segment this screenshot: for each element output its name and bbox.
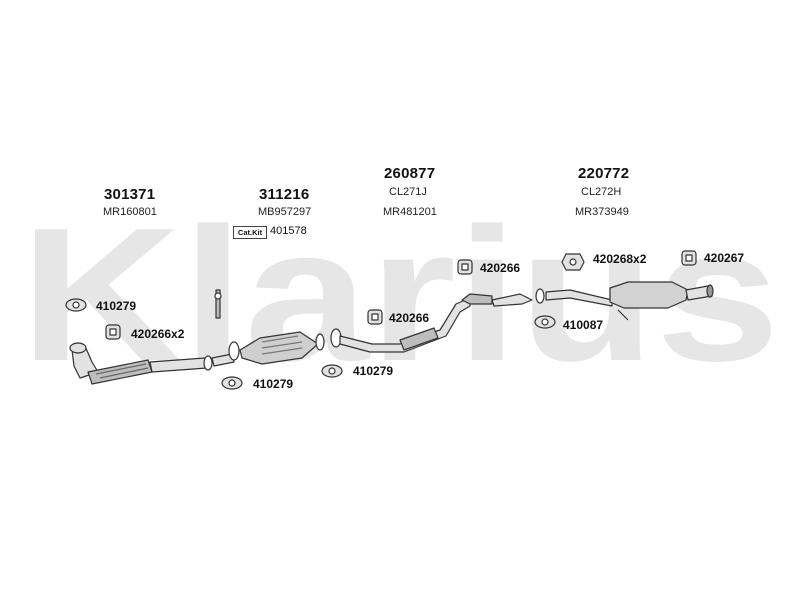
part-label: 420266x2 [131,327,185,341]
cat-kit-number: 401578 [270,225,307,237]
part-label: 420267 [704,251,745,265]
group-ref-1: MR160801 [103,206,157,218]
catalytic-converter-311216 [211,289,325,367]
group-number-3: 260877 [384,165,436,182]
part-label: 410087 [563,318,604,332]
group-number-4: 220772 [578,165,630,182]
cat-kit-badge: Cat.Kit [233,226,267,239]
part-label: 410279 [253,377,294,391]
gasket-icon-1 [65,298,87,312]
part-label: 420266 [480,261,521,275]
part-label: 420266 [389,311,430,325]
hanger-icon-4 [561,253,585,271]
group-ref-2: MB957297 [258,206,312,218]
group-number-1: 301371 [104,186,156,203]
part-label: 420268x2 [593,252,647,266]
hanger-icon-5 [681,250,697,266]
group-ref2-4: MR373949 [575,206,629,218]
part-label: 410279 [96,299,137,313]
rear-silencer-220772 [535,281,714,321]
hanger-icon-3 [457,259,473,275]
gasket-icon-3 [321,364,343,378]
group-ref2-3: MR481201 [383,206,437,218]
group-ref-4: CL272H [581,186,622,198]
gasket-icon-4 [534,315,556,329]
hanger-icon-2 [367,309,383,325]
gasket-icon-2 [221,376,243,390]
hanger-icon-1 [105,324,121,340]
part-label: 410279 [353,364,394,378]
centre-pipe-260877 [330,293,533,353]
front-pipe-301371 [69,342,213,385]
group-number-2: 311216 [259,186,310,203]
group-ref-3: CL271J [389,186,427,198]
